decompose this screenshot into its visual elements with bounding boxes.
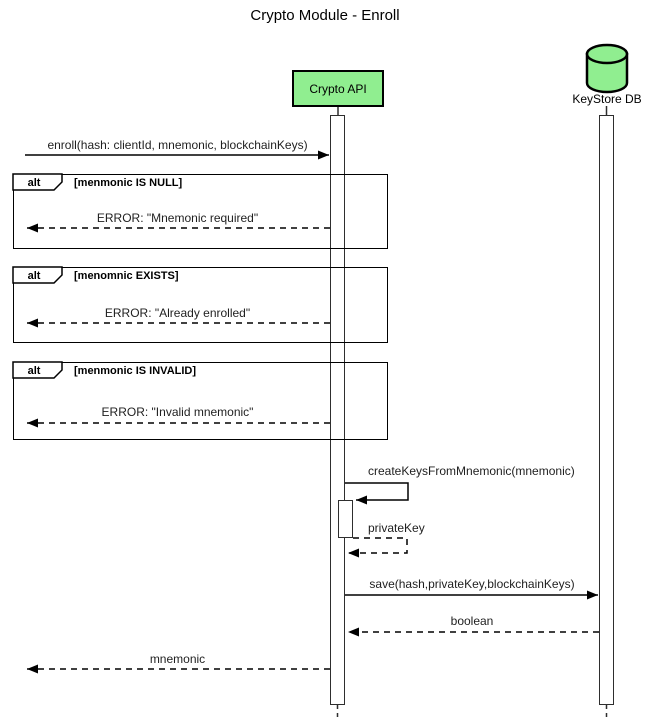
alt-guard-label-3: [menmonic IS INVALID]: [74, 365, 197, 377]
participant-keystore-db-label: KeyStore DB: [572, 92, 642, 106]
diagram-title: Crypto Module - Enroll: [250, 7, 400, 24]
alt-fragment-3: [13, 362, 388, 440]
message-label-enroll: enroll(hash: clientId, mnemonic, blockch…: [47, 138, 308, 152]
alt-operator-label-1: alt: [27, 177, 41, 189]
participant-crypto-api-label: Crypto API: [309, 81, 367, 96]
alt-error-message-1: ERROR: "Mnemonic required": [96, 211, 259, 225]
alt-guard-label-1: [menmonic IS NULL]: [74, 177, 183, 189]
message-label-mnemonic: mnemonic: [149, 652, 206, 666]
activation-bar-keystore-db: [599, 115, 614, 705]
message-label-boolean: boolean: [450, 614, 494, 628]
database-icon: [585, 43, 629, 94]
alt-fragment-2: [13, 267, 388, 343]
activation-bar-nested: [338, 500, 353, 538]
alt-error-message-3: ERROR: "Invalid mnemonic": [101, 405, 254, 419]
self-call-arrow: [345, 482, 409, 505]
alt-guard-label-2: [menomnic EXISTS]: [74, 270, 179, 282]
alt-error-message-2: ERROR: "Already enrolled": [104, 306, 251, 320]
message-label-save: save(hash,privateKey,blockchainKeys): [369, 577, 575, 591]
self-return-arrow: [348, 537, 408, 558]
alt-operator-label-3: alt: [27, 365, 41, 377]
message-label-create-keys: createKeysFromMnemonic(mnemonic): [368, 464, 575, 478]
alt-fragment-1: [13, 174, 388, 249]
participant-crypto-api: Crypto API: [292, 70, 384, 107]
alt-operator-label-2: alt: [27, 270, 41, 282]
message-label-private-key: privateKey: [368, 521, 425, 535]
